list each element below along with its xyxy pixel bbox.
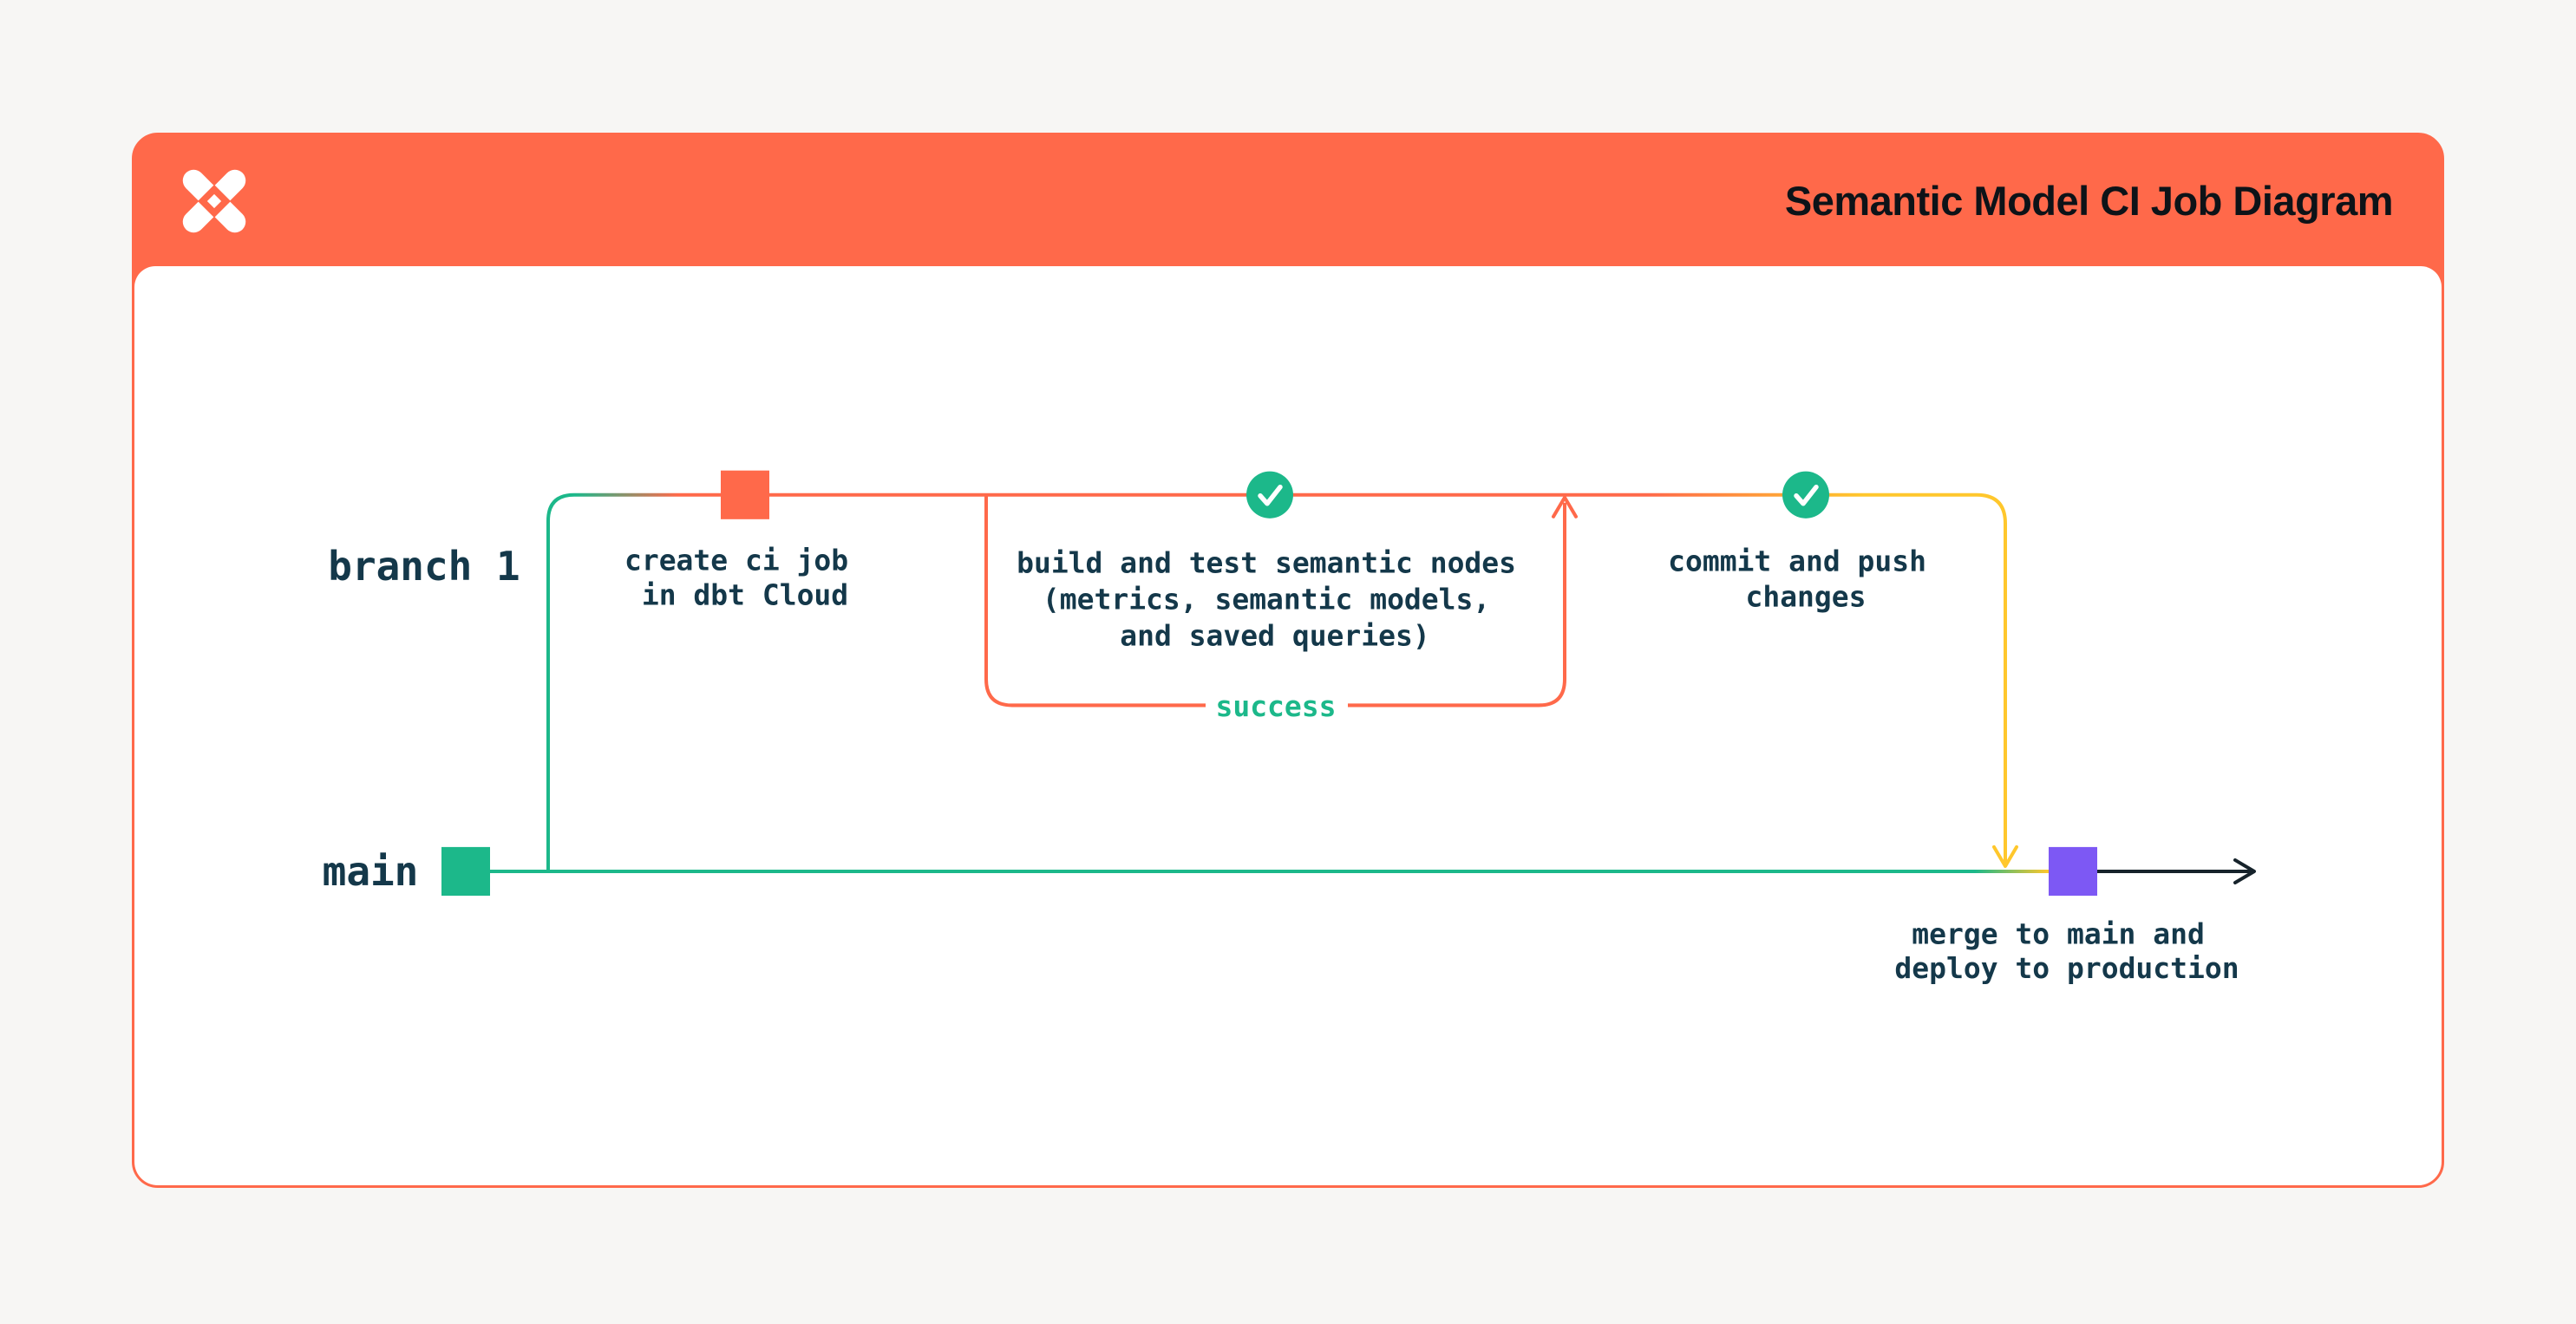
commit-and-push-label: commit and push changes [1668, 534, 1944, 614]
create-ci-job-label: create ci job in dbt Cloud [624, 533, 866, 612]
main-label: main [323, 848, 419, 895]
diagram-canvas: branch 1 main create ci job in dbt Cloud… [134, 266, 2442, 1185]
merge-to-main-label: merge to main and deploy to production [1894, 907, 2239, 985]
commit-and-push-line1: commit and push [1668, 544, 1926, 577]
create-ci-job-line2: in dbt Cloud [642, 578, 848, 612]
diagram-card: Semantic Model CI Job Diagram [132, 133, 2444, 1188]
success-label: success [1215, 689, 1336, 723]
ci-loop-left-path [984, 494, 1206, 708]
build-and-test-line2: (metrics, semantic models, [1043, 583, 1490, 616]
build-and-test-label: build and test semantic nodes (metrics, … [1017, 536, 1533, 653]
merge-to-main-line1: merge to main and [1912, 917, 2205, 951]
ci-loop-up-arrowhead-icon [1552, 495, 1578, 519]
commit-success-check-icon [1782, 471, 1829, 519]
merge-to-main-line2: deploy to production [1894, 951, 2239, 985]
deploy-right-arrowhead-icon [2233, 858, 2256, 885]
ci-loop-right-path [1348, 502, 1566, 708]
test-success-check-icon [1246, 471, 1293, 519]
merge-down-arrowhead-icon [1992, 845, 2018, 868]
merge-commit-square [2049, 846, 2097, 897]
page-title: Semantic Model CI Job Diagram [1784, 178, 2394, 224]
build-and-test-line1: build and test semantic nodes [1017, 545, 1516, 579]
create-ci-job-line1: create ci job [624, 543, 848, 577]
card-header: Semantic Model CI Job Diagram [134, 135, 2442, 266]
dbt-logo-icon [182, 169, 246, 232]
build-and-test-line3: and saved queries) [1120, 619, 1429, 653]
main-commit-square [441, 846, 490, 897]
commit-and-push-line2: changes [1745, 580, 1866, 614]
branch-1-label: branch 1 [328, 543, 520, 590]
git-flow-diagram: branch 1 main create ci job in dbt Cloud… [323, 470, 2256, 985]
create-ci-job-commit-square [721, 470, 769, 519]
